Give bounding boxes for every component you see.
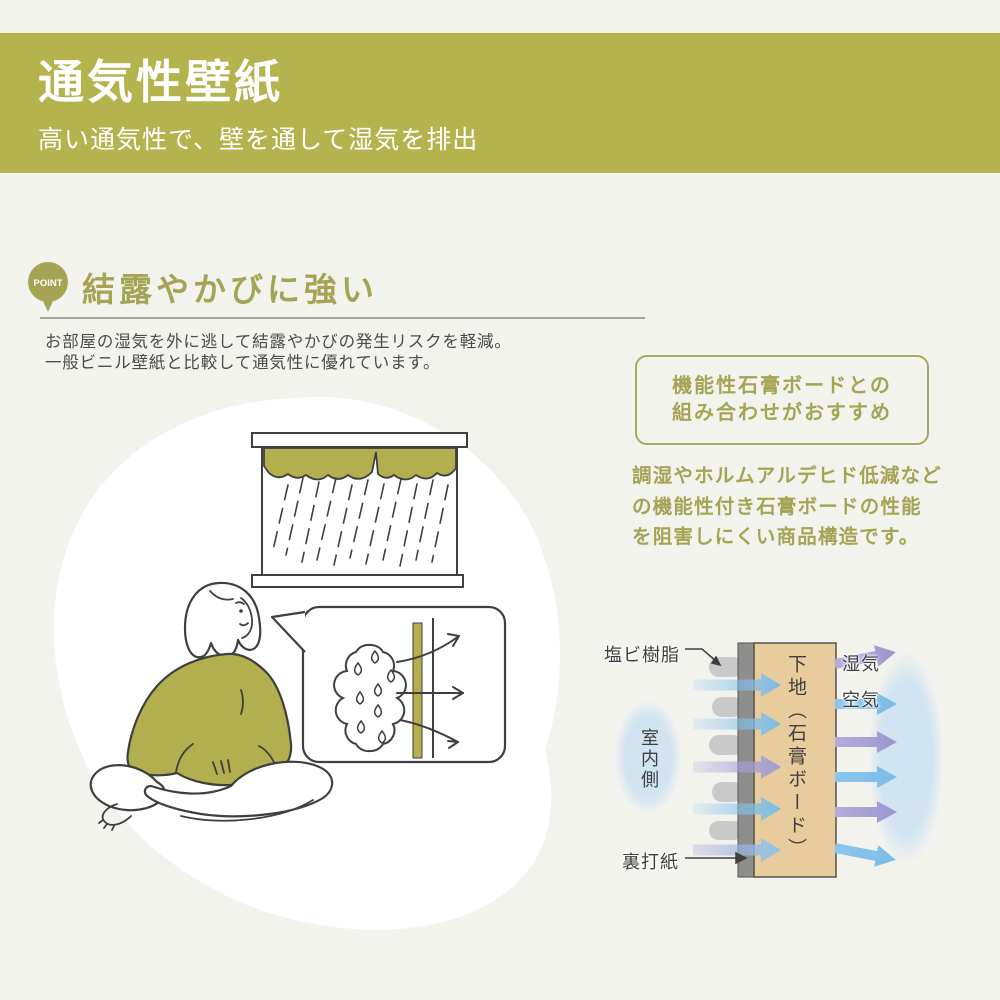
section-body: お部屋の湿気を外に逃して結露やかびの発生リスクを軽減。 一般ビニル壁紙と比較して… [45,332,512,374]
point-badge-icon: POINT [28,262,68,312]
room-illustration [54,396,560,930]
recommend-box-line-1: 機能性石膏ボードとの [672,375,892,397]
label-room-side: 室内側 [639,728,659,791]
backing-paper-layer [737,642,755,878]
rain-lines [272,477,449,567]
rain-cloud-band [263,447,457,481]
label-vinyl-resin: 塩ビ樹脂 [604,645,680,665]
room-side-zone [614,699,682,815]
leg-details [98,799,314,831]
airflow-arrows [396,633,464,749]
body-line-1: お部屋の湿気を外に逃して結露やかびの発生リスクを軽減。 [45,333,512,351]
face [209,590,254,639]
woman-illustration [89,581,334,831]
recommend-box: 機能性石膏ボードとの 組み合わせがおすすめ [635,355,929,445]
outside-zone [868,650,944,866]
recommend-description: 調湿やホルムアルデヒド低減などの機能性付き石膏ボードの性能を阻害しにくい商品構造… [632,465,942,548]
cloud-icon [333,643,407,753]
sweater [126,652,293,787]
window-illustration [251,432,468,588]
leg-right [143,760,334,818]
section-heading: 結露やかびに強い [82,271,378,308]
label-moisture: 湿気 [842,654,880,674]
speech-bubble [270,605,507,764]
body-line-2: 一般ビニル壁紙と比較して通気性に優れています。 [45,354,441,372]
hair [183,581,262,659]
page-title: 通気性壁紙 [38,56,283,108]
wallpaper-stripe [412,622,423,759]
label-base-board: 下地（石膏ボード） [785,654,806,861]
outgoing-arrows [834,645,897,867]
label-backing-paper: 裏打紙 [622,852,679,872]
title-banner: 通気性壁紙 高い通気性で、壁を通して湿気を排出 [0,33,1000,173]
label-connectors [685,648,748,865]
section-divider [40,317,645,319]
vinyl-resin-blobs [709,657,743,840]
incoming-arrows [693,673,781,862]
wall-diagram [614,642,944,878]
water-drops [353,649,396,744]
recommend-box-line-2: 組み合わせがおすすめ [672,402,892,424]
page-subtitle: 高い通気性で、壁を通して湿気を排出 [38,125,479,154]
point-badge-label: POINT [33,278,62,289]
label-air: 空気 [842,690,880,710]
